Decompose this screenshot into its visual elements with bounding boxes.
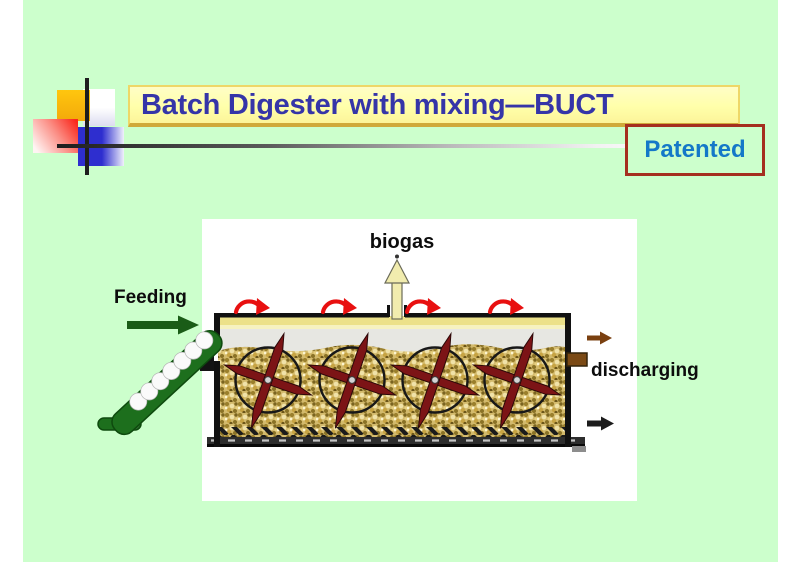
discharge-arrow-top [587,331,612,345]
ornament-yellow-square [57,90,90,121]
feeding-label: Feeding [114,287,187,308]
slide-title-bar: Batch Digester with mixing—BUCT [128,85,740,127]
slide-title: Batch Digester with mixing—BUCT [141,89,614,121]
digester-diagram [97,219,637,501]
biogas-label: biogas [369,231,435,253]
tank-floor-hatch [218,427,570,437]
biogas-arrow [384,254,410,320]
patented-label: Patented [644,136,746,163]
patented-badge: Patented [625,124,765,176]
screw-feeder [97,329,223,436]
ornament-horizontal-rule [57,144,657,148]
tank-base [207,437,586,452]
ornament-vertical-line [85,78,89,175]
discharging-label: discharging [591,360,699,381]
discharge-arrow-bottom [587,416,614,431]
feeding-arrow [127,315,199,335]
discharge-port [566,352,588,367]
